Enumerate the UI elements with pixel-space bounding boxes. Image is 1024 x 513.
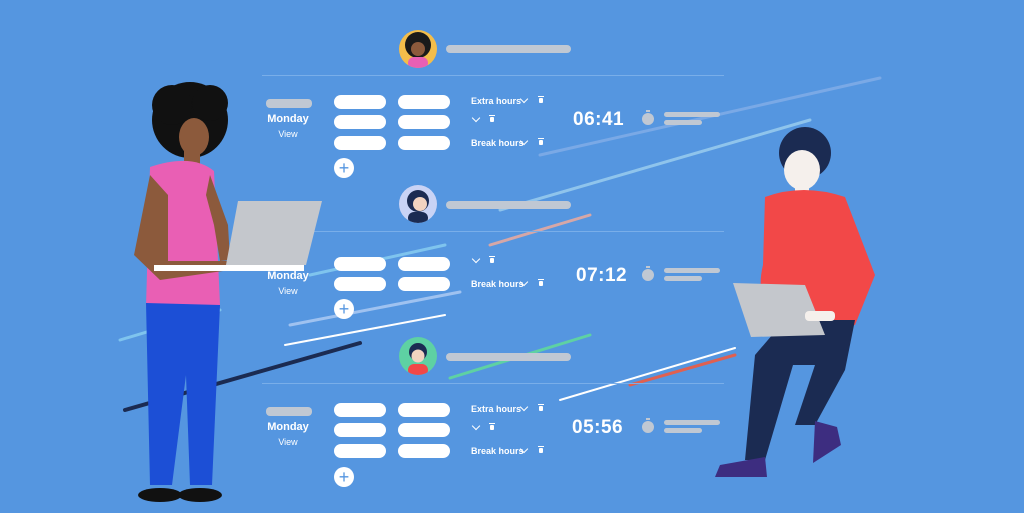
add-entry-button[interactable]: + — [334, 299, 354, 319]
time-entry-field[interactable] — [334, 115, 386, 129]
summary-placeholder — [664, 276, 702, 281]
extra-hours-label: Extra hours — [471, 96, 522, 106]
view-link[interactable]: View — [278, 437, 298, 447]
time-entry-field[interactable] — [398, 95, 450, 109]
break-hours-label: Break hours — [471, 446, 524, 456]
trash-icon[interactable] — [538, 279, 544, 286]
avatar-man-icon — [399, 337, 437, 375]
time-entry-field[interactable] — [398, 444, 450, 458]
total-time: 07:12 — [576, 265, 628, 286]
date-placeholder — [266, 99, 312, 108]
man-with-laptop-illustration — [715, 127, 875, 477]
view-link[interactable]: View — [278, 129, 298, 139]
time-entry-field[interactable] — [334, 444, 386, 458]
day-label: Monday — [267, 113, 309, 125]
trash-icon[interactable] — [489, 423, 495, 430]
clock-icon — [642, 266, 654, 281]
total-time: 05:56 — [572, 417, 624, 438]
time-entry-field[interactable] — [334, 423, 386, 437]
summary-placeholder — [664, 420, 720, 425]
total-time: 06:41 — [573, 109, 625, 130]
time-entry-field[interactable] — [398, 403, 450, 417]
time-entry-field[interactable] — [398, 136, 450, 150]
trash-icon[interactable] — [538, 446, 544, 453]
avatar-woman-ponytail-icon — [399, 185, 437, 223]
trash-icon[interactable] — [489, 256, 495, 263]
trash-icon[interactable] — [489, 115, 495, 122]
break-hours-label: Break hours — [471, 138, 524, 148]
avatar-woman-afro-icon — [399, 30, 437, 68]
employee-name-placeholder — [446, 201, 571, 209]
day-label: Monday — [267, 270, 309, 282]
time-entry-field[interactable] — [398, 115, 450, 129]
date-placeholder — [266, 407, 312, 416]
clock-icon — [642, 418, 654, 433]
summary-placeholder — [664, 428, 702, 433]
row-separator — [262, 75, 724, 76]
view-link[interactable]: View — [278, 286, 298, 296]
time-entry-field[interactable] — [334, 277, 386, 291]
time-entry-field[interactable] — [334, 136, 386, 150]
summary-placeholder — [664, 120, 702, 125]
woman-with-laptop-illustration — [134, 82, 322, 502]
time-entry-field[interactable] — [398, 423, 450, 437]
clock-icon — [642, 110, 654, 125]
employee-name-placeholder — [446, 45, 571, 53]
time-entry-field[interactable] — [334, 95, 386, 109]
time-entry-field[interactable] — [334, 257, 386, 271]
add-entry-button[interactable]: + — [334, 158, 354, 178]
employee-name-placeholder — [446, 353, 571, 361]
trash-icon[interactable] — [538, 138, 544, 145]
break-hours-label: Break hours — [471, 279, 524, 289]
summary-placeholder — [664, 112, 720, 117]
extra-hours-label: Extra hours — [471, 404, 522, 414]
time-entry-field[interactable] — [398, 277, 450, 291]
summary-placeholder — [664, 268, 720, 273]
day-label: Monday — [267, 421, 309, 433]
time-entry-field[interactable] — [334, 403, 386, 417]
time-entry-field[interactable] — [398, 257, 450, 271]
row-separator — [262, 231, 724, 232]
trash-icon[interactable] — [538, 96, 544, 103]
row-separator — [262, 383, 724, 384]
add-entry-button[interactable]: + — [334, 467, 354, 487]
trash-icon[interactable] — [538, 404, 544, 411]
